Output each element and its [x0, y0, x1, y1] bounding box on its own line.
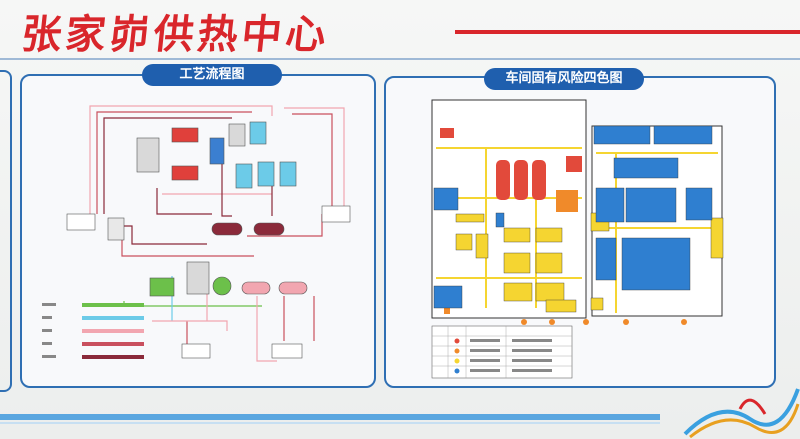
pipe-bottom-2 [256, 296, 277, 362]
equip-white-left [66, 213, 96, 231]
pipe-mid-2 [121, 234, 254, 257]
risk-map-panel: 车间固有风险四色图 [384, 68, 776, 388]
process-flow-title: 工艺流程图 [142, 64, 282, 86]
pipe-outer-pink [89, 105, 273, 214]
orange-zones [444, 190, 578, 314]
pipe-outer-darkred [103, 117, 232, 214]
bottom-light-band [0, 422, 660, 424]
pipe-right-pink [284, 107, 345, 214]
equip-bottom-1 [181, 343, 211, 359]
red-zones [440, 128, 582, 200]
equip-blue-1 [209, 137, 225, 165]
bottom-blue-band [0, 414, 660, 420]
equip-cyan-4 [279, 161, 297, 187]
equip-bottom-2 [271, 343, 303, 359]
equip-pink-1 [241, 281, 271, 295]
process-flow-diagram [42, 105, 351, 362]
pipe-mid-3 [156, 188, 212, 215]
equip-pink-2 [278, 281, 308, 295]
blue-zones [433, 125, 713, 309]
equip-red-2 [171, 165, 199, 181]
equip-red-1 [171, 127, 199, 143]
pipe-mid-5 [221, 156, 232, 217]
process-flow-panel: 工艺流程图 [20, 64, 376, 388]
risk-legend-table [431, 325, 573, 379]
equip-exchanger-1 [211, 222, 243, 236]
header-divider [0, 58, 800, 60]
title-underline [455, 30, 800, 34]
legend [42, 303, 144, 359]
decorative-ribbon-logo [683, 388, 800, 439]
equip-boiler [136, 137, 160, 173]
equip-exchanger-2 [253, 222, 285, 236]
pipe-bottom-5 [152, 320, 228, 331]
poster-title: 张家峁供热中心 [19, 11, 333, 58]
equip-cyan-3 [257, 161, 275, 187]
equip-white-right [321, 205, 351, 223]
equip-gray-2 [186, 261, 210, 295]
pipe-outer-red [96, 111, 252, 214]
equip-cyan-1 [249, 121, 267, 145]
equip-white-2 [107, 217, 125, 241]
risk-map-title: 车间固有风险四色图 [484, 68, 644, 90]
pipe-green [123, 301, 262, 307]
risk-markers [521, 319, 687, 325]
equip-cyan-2 [235, 163, 253, 189]
pipe-right-red [292, 113, 333, 214]
equip-green-box [149, 277, 175, 297]
equip-gray-1 [228, 123, 246, 147]
left-edge-panel [0, 70, 12, 392]
equip-green-pump [212, 276, 232, 296]
risk-floor-plan [431, 99, 724, 379]
pipe-mid-1 [122, 225, 207, 245]
